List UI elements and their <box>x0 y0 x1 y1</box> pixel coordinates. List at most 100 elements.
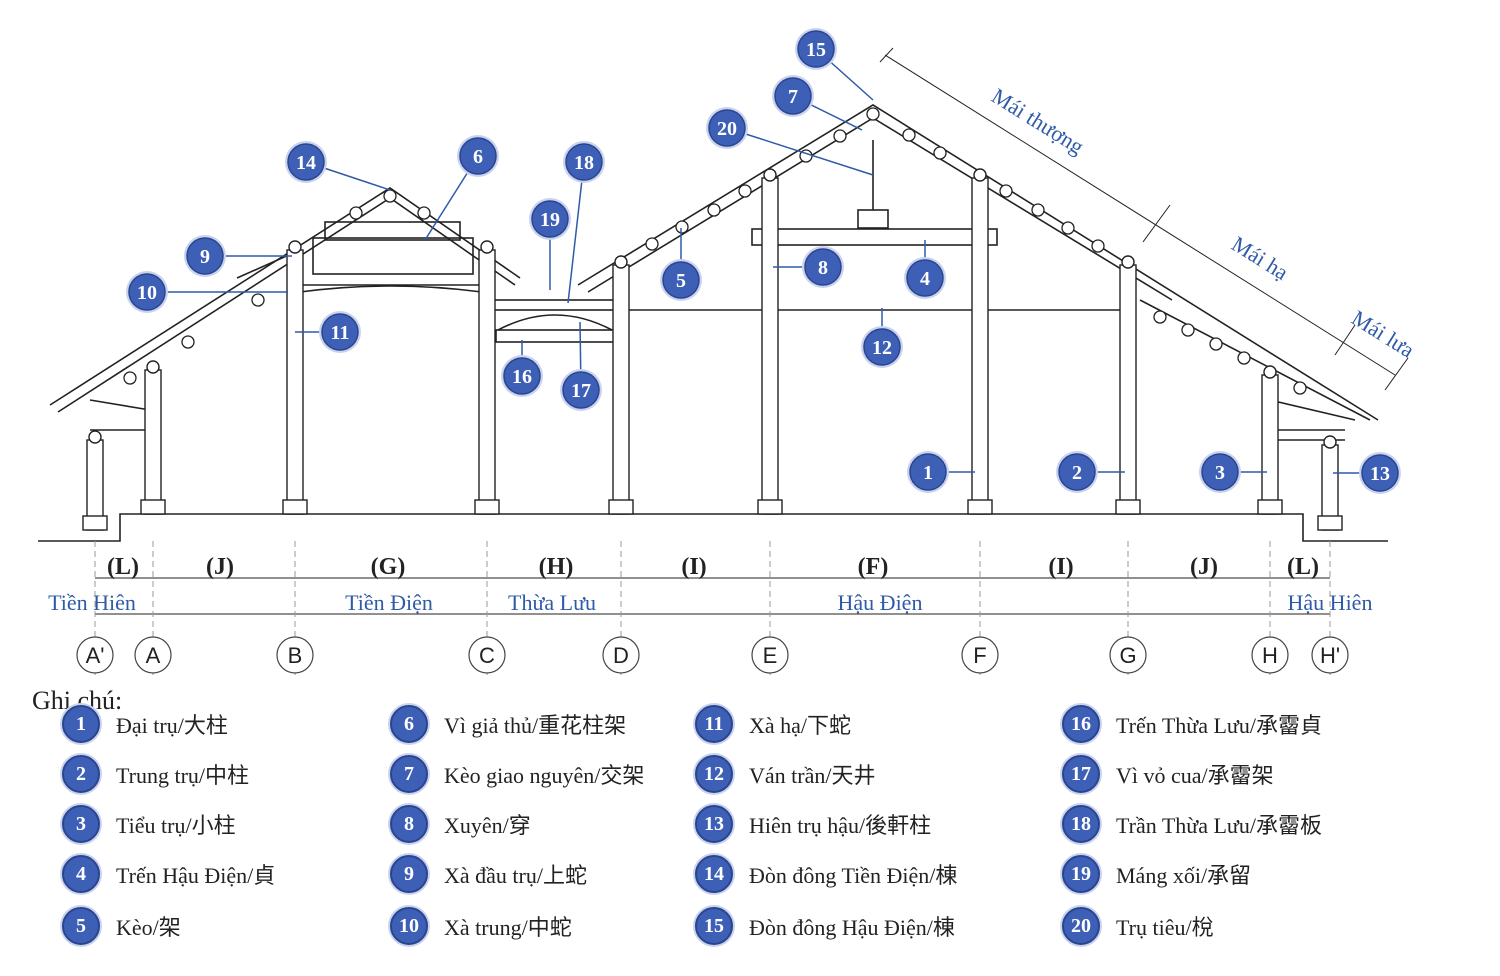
legend-label: Hiên trụ hậu/後軒柱 <box>749 813 932 838</box>
bay-label: (G) <box>371 554 406 580</box>
callout-number: 13 <box>1370 463 1390 485</box>
column <box>478 249 496 515</box>
bay-label: (L) <box>107 554 139 580</box>
callout-badge <box>531 200 569 238</box>
section-label: Thừa Lưu <box>508 590 596 615</box>
column-base <box>608 499 634 515</box>
callout-number: 17 <box>571 380 591 402</box>
legend-label: Tiểu trụ/小柱 <box>116 813 236 838</box>
column-base <box>282 499 308 515</box>
callout-number: 2 <box>1072 462 1082 484</box>
callout-badge <box>863 328 901 366</box>
axis-circle <box>751 636 789 674</box>
purlin <box>738 184 752 198</box>
callout-badge <box>128 273 166 311</box>
callout-number: 3 <box>1215 462 1225 484</box>
callout-number: 14 <box>296 152 316 174</box>
purlins <box>123 107 1307 395</box>
axis-label: C <box>479 643 495 668</box>
callout-badge <box>186 237 224 275</box>
column-cap <box>88 430 102 444</box>
callout-number: 7 <box>788 86 798 108</box>
callout-badge <box>503 357 541 395</box>
ground-line <box>38 513 1388 542</box>
bay-label: (L) <box>1287 554 1319 580</box>
column <box>144 369 162 515</box>
legend-number: 13 <box>695 805 733 843</box>
bay-label: (H) <box>539 554 574 580</box>
purlin <box>999 184 1013 198</box>
axis-circle <box>276 636 314 674</box>
callout-badge <box>909 453 947 491</box>
purlin <box>349 206 363 220</box>
purlin <box>707 203 721 217</box>
bay-label: (I) <box>1048 554 1073 580</box>
axis-label: B <box>288 643 303 668</box>
axis-label: A' <box>86 643 105 668</box>
column-cap <box>1323 435 1337 449</box>
callout-number: 6 <box>473 146 483 168</box>
section-label: Tiền Điện <box>345 590 433 615</box>
legend-label: Xuyên/穿 <box>444 813 531 838</box>
legend-number: 17 <box>1062 755 1100 793</box>
callout-badge <box>565 143 603 181</box>
column-base <box>140 499 166 515</box>
column-cap <box>1263 365 1277 379</box>
callout-number: 5 <box>676 270 686 292</box>
column-base <box>474 499 500 515</box>
leader-line <box>567 161 585 304</box>
purlin <box>383 189 397 203</box>
legend-number: 7 <box>390 755 428 793</box>
bay-label: (I) <box>681 554 706 580</box>
bay-labels: (L)(J)(G)(H)(I)(F)(I)(J)(L) <box>107 554 1319 580</box>
column <box>286 249 304 515</box>
legend-item: 13 Hiên trụ hậu/後軒柱 <box>695 803 931 845</box>
axis-circle <box>1109 636 1147 674</box>
callout-badge <box>797 30 835 68</box>
callout-badge <box>562 371 600 409</box>
legend-label: Vì giả thủ/重花柱架 <box>444 713 627 738</box>
legend-label: Xà đầu trụ/上蛇 <box>444 863 587 888</box>
purlin <box>1293 381 1307 395</box>
column-cap <box>288 240 302 254</box>
axis-label: H <box>1262 643 1278 668</box>
callout-badge <box>708 109 746 147</box>
legend-number: 3 <box>62 805 100 843</box>
callout-number: 9 <box>200 246 210 268</box>
legend-label: Vì vỏ cua/承霤架 <box>1116 763 1274 788</box>
roof-label-lower: Mái hạ <box>1227 231 1293 285</box>
callout-badge <box>1058 453 1096 491</box>
purlin <box>1237 351 1251 365</box>
axis-circle <box>961 636 999 674</box>
legend-number: 12 <box>695 755 733 793</box>
purlin <box>866 107 880 121</box>
callout-badge <box>804 248 842 286</box>
legend-label: Kèo/架 <box>116 915 181 940</box>
column <box>971 177 989 515</box>
legend-number: 6 <box>390 705 428 743</box>
bay-label: (J) <box>1190 554 1218 580</box>
legend-label: Trụ tiêu/梲 <box>1116 915 1214 940</box>
axis-label: H' <box>1320 643 1340 668</box>
column <box>1119 264 1137 515</box>
legend-label: Trến Thừa Lưu/承霤貞 <box>1116 713 1322 738</box>
column-base <box>1115 499 1141 515</box>
purlin <box>902 128 916 142</box>
axis-label: F <box>973 643 986 668</box>
purlin <box>123 371 137 385</box>
legend-item: 3 Tiểu trụ/小柱 <box>62 803 236 845</box>
legend-number: 10 <box>390 907 428 945</box>
leader-line <box>726 127 874 176</box>
